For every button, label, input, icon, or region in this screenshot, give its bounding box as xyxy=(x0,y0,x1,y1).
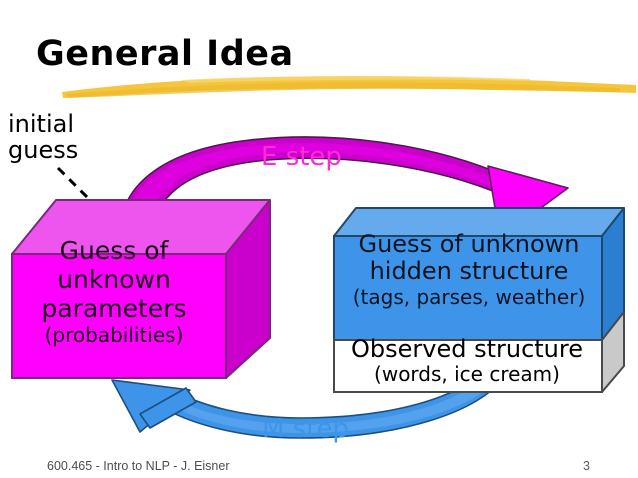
observed-structure-line1: Observed structure xyxy=(350,335,583,363)
hidden-structure-line1: Guess of unknown xyxy=(358,230,580,258)
structure-box-3d xyxy=(333,207,625,393)
parameters-line3: parameters xyxy=(41,294,187,323)
initial-guess-line1: initial xyxy=(8,110,74,138)
parameters-line2: unknown xyxy=(57,265,171,294)
hidden-structure-line2: hidden structure xyxy=(369,257,569,286)
observed-structure-text: Observed structure (words, ice cream) xyxy=(336,335,598,387)
parameters-line1: Guess of xyxy=(59,236,169,265)
m-step-arrow-icon xyxy=(111,365,506,439)
page-title: General Idea xyxy=(36,34,294,74)
observed-structure-subtitle: (words, ice cream) xyxy=(374,362,560,387)
hidden-structure-subtitle: (tags, parses, weather) xyxy=(352,284,586,309)
parameters-subtitle: (probabilities) xyxy=(44,323,184,347)
hidden-structure-text: Guess of unknown hidden structure (tags,… xyxy=(340,230,598,309)
footer-course-label: 600.465 - Intro to NLP - J. Eisner xyxy=(47,459,230,473)
m-step-label: M step xyxy=(262,414,349,444)
initial-guess-caption: initial guess xyxy=(8,110,128,164)
parameters-box-3d xyxy=(11,199,271,379)
slide-number: 3 xyxy=(583,459,590,473)
initial-guess-line2: guess xyxy=(8,135,79,164)
e-step-label: E step xyxy=(261,142,342,172)
parameters-box-text: Guess of unknown parameters (probabiliti… xyxy=(14,236,214,347)
